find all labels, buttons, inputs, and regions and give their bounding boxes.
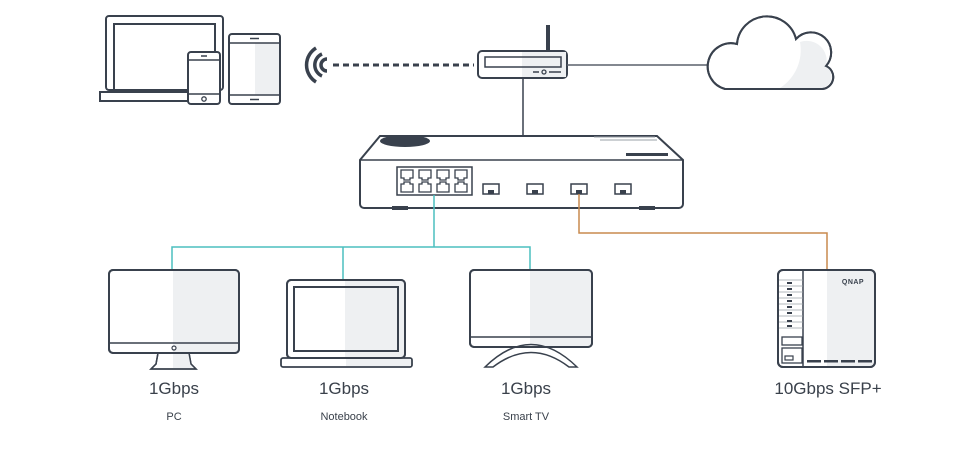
pc-name-label: PC: [166, 411, 182, 423]
rj45-ports: [400, 169, 468, 193]
phone-icon: [187, 51, 221, 105]
switch-brand-mark: [626, 153, 668, 156]
cable-10gbps: [578, 194, 828, 270]
smart-tv-speed-label: 1Gbps: [500, 379, 552, 398]
notebook-icon: [280, 279, 413, 368]
notebook-speed-label: 1Gbps: [318, 379, 370, 398]
pc-speed-label: 1Gbps: [148, 379, 200, 398]
smart-tv-name-label: Smart TV: [502, 411, 550, 423]
nas-icon: QNAP: [777, 269, 876, 368]
router-icon: [477, 25, 568, 79]
cloud-icon: [706, 15, 835, 90]
network-switch-icon: [359, 135, 684, 210]
smart-tv-icon: [469, 269, 593, 368]
nas-brand-logo: QNAP: [842, 279, 864, 286]
nas-speed-label: 10Gbps SFP+: [774, 379, 882, 398]
tablet-icon: [228, 33, 281, 105]
desktop-monitor-icon: [108, 269, 240, 370]
cables-1gbps: [171, 195, 531, 280]
wifi-signal-icon: [304, 46, 328, 84]
notebook-name-label: Notebook: [320, 411, 368, 423]
